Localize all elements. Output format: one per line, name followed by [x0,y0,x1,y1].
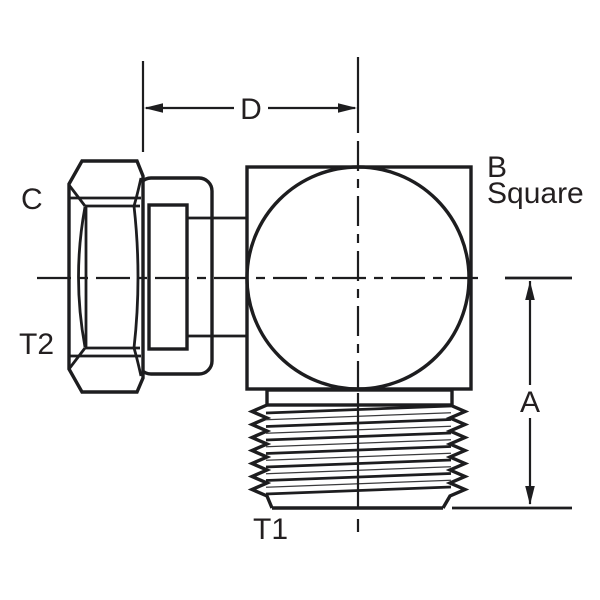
thread-left-crest [247,403,274,509]
callout-c: C [21,183,43,216]
dimension-d: D [141,61,357,152]
callout-t1: T1 [253,513,288,546]
arrowhead-up [525,281,535,300]
thread-right-crest [441,403,470,509]
arrowhead-right [338,103,357,113]
dim-a-label: A [520,386,540,419]
dimension-a: A [452,276,572,510]
thread-neck [265,388,454,407]
hex-nut [67,159,145,394]
callout-t2: T2 [19,328,54,361]
arrowhead-down [525,486,535,505]
callout-b: B [487,151,507,184]
arrowhead-left [144,103,163,113]
callout-square: Square [487,177,584,210]
dim-d-label: D [240,93,262,126]
